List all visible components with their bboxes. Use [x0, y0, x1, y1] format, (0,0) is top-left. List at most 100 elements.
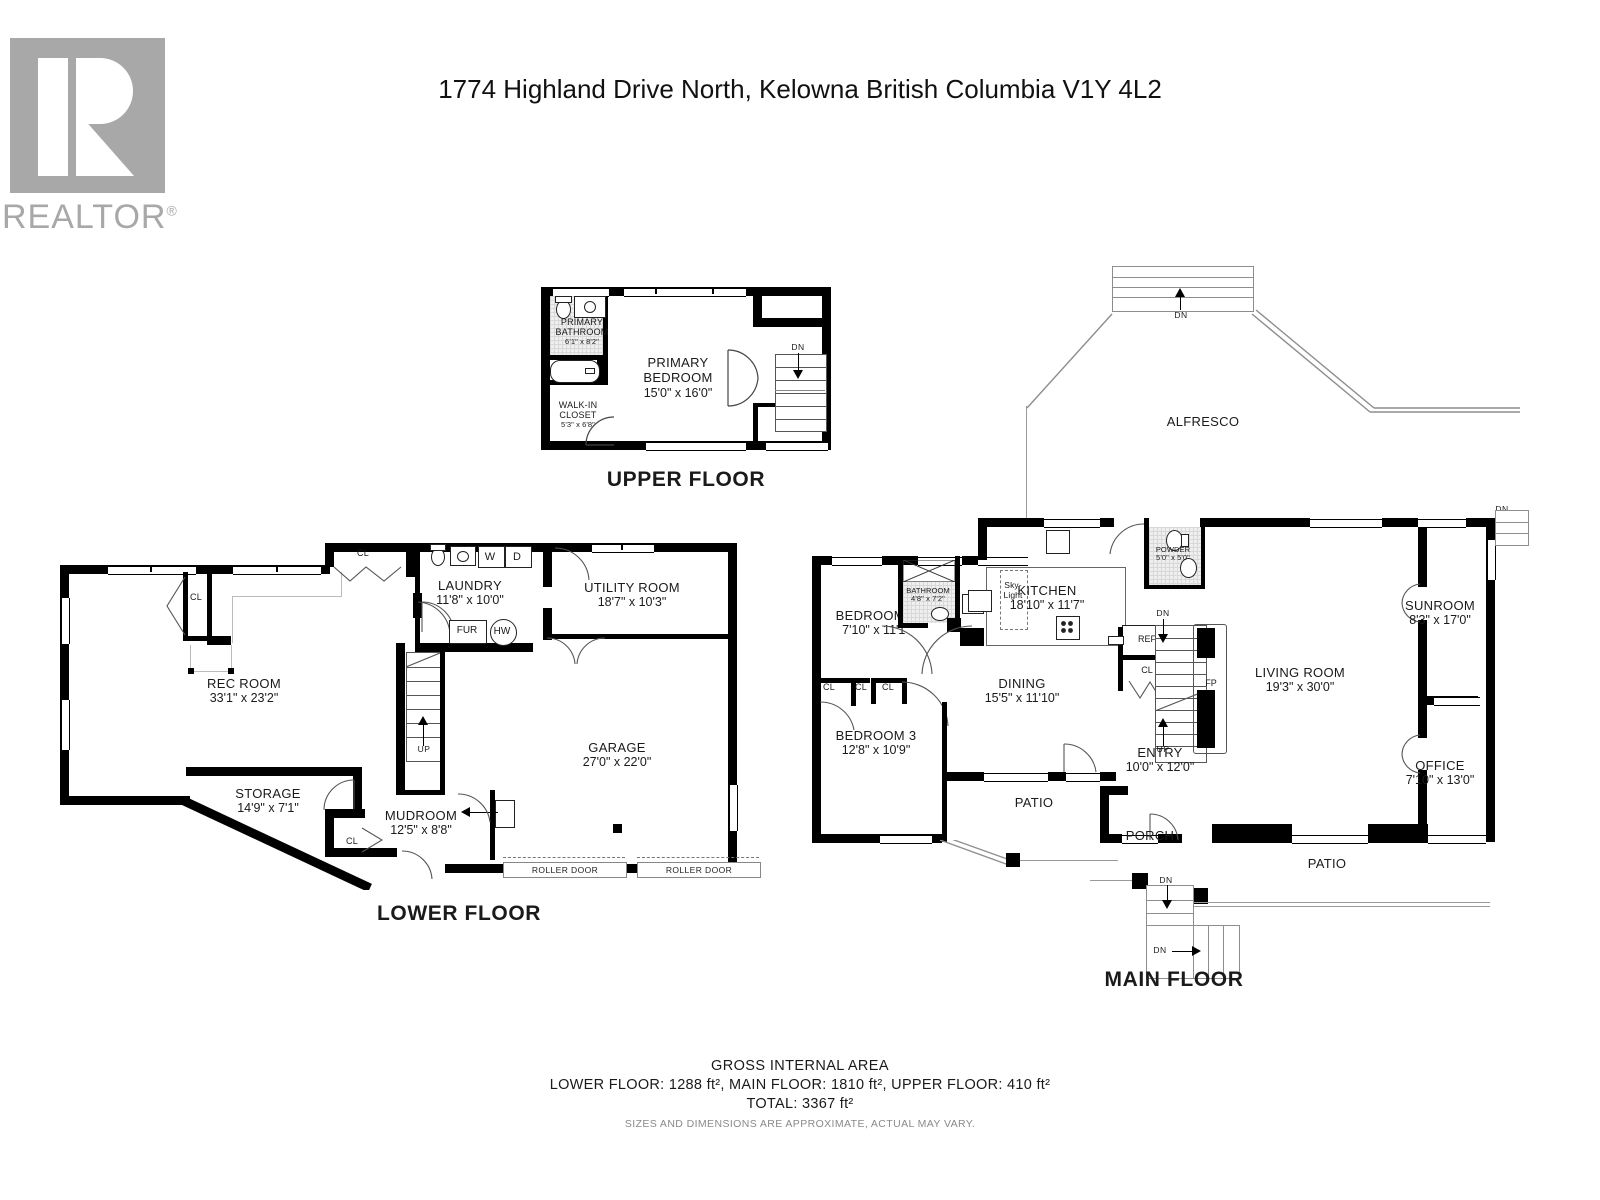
room-label-living-room: LIVING ROOM 19'3" x 30'0"	[1255, 665, 1345, 695]
room-label-porch: PORCH	[1125, 828, 1175, 843]
deck-staircase[interactable]	[1112, 266, 1254, 312]
roller-door-track	[503, 857, 625, 858]
realtor-wordmark-text: REALTOR	[2, 198, 167, 236]
wall	[413, 593, 422, 618]
door-swing	[400, 849, 436, 881]
door-swing	[584, 415, 618, 447]
wall	[603, 296, 608, 359]
room-label-bathroom: BATHROOM 4'8" x 7'2"	[906, 586, 950, 604]
furnace-label: FUR	[456, 625, 478, 636]
post	[1132, 873, 1148, 889]
wall	[753, 403, 758, 450]
window	[1292, 835, 1368, 844]
closet-label: CL	[1141, 665, 1153, 675]
wall	[1118, 685, 1123, 691]
stair-arrow-head	[418, 716, 428, 725]
room-label-garage: GARAGE 27'0" x 22'0"	[582, 740, 652, 770]
wall	[728, 543, 737, 873]
wall	[960, 628, 984, 646]
wall	[415, 618, 420, 646]
room-label-walkin-closet: WALK-IN CLOSET 5'3" x 6'8"	[558, 400, 598, 429]
counter-edge	[1125, 567, 1127, 646]
door-swing	[360, 826, 384, 854]
wall	[812, 680, 817, 702]
window	[978, 557, 1028, 566]
window-mullion	[712, 289, 714, 294]
wall	[871, 678, 876, 704]
dryer-fixture	[505, 546, 532, 568]
door-arrow-shaft	[470, 812, 498, 814]
window	[1044, 519, 1100, 528]
roller-door[interactable]: ROLLER DOOR	[637, 862, 761, 878]
door-swing	[165, 575, 187, 637]
sink-basin	[584, 301, 596, 313]
sink-basin	[457, 551, 469, 562]
appliance-fixture	[1046, 530, 1070, 554]
door-swing-double	[726, 348, 762, 408]
toilet-tank	[430, 544, 446, 551]
hot-water-label: HW	[493, 626, 511, 637]
room-label-primary-bathroom: PRIMARY BATHROOM 6'1" x 8'2"	[555, 317, 609, 346]
counter-edge	[986, 567, 1126, 569]
wall	[1418, 620, 1427, 738]
wall	[415, 643, 533, 652]
wall	[1122, 655, 1172, 660]
door-swing-double	[1400, 582, 1422, 624]
stair-arrow-head	[1192, 946, 1201, 956]
handle	[1108, 636, 1124, 645]
stair-arrow-shaft	[423, 724, 425, 746]
door-swing	[456, 792, 492, 824]
room-label-kitchen: KITCHEN 18'10" x 11'7"	[1009, 583, 1085, 613]
wall	[1158, 834, 1182, 843]
stair-winder	[1154, 690, 1206, 712]
window	[108, 566, 196, 575]
wall	[543, 543, 552, 587]
door-swing	[322, 778, 356, 812]
room-label-storage: STORAGE 14'9" x 7'1"	[235, 786, 301, 816]
wall	[851, 698, 856, 706]
counter-edge	[986, 645, 1126, 647]
stair-arrow-shaft	[1163, 726, 1165, 746]
roller-door[interactable]: ROLLER DOOR	[503, 862, 627, 878]
wall	[1022, 518, 1044, 527]
washer-label: W	[484, 551, 496, 563]
page-title: 1774 Highland Drive North, Kelowna Briti…	[438, 74, 1162, 104]
wall	[543, 630, 552, 640]
deck-outline	[1026, 406, 1028, 526]
wall	[1100, 786, 1128, 795]
floor-label-upper: UPPER FLOOR	[606, 468, 766, 491]
garage-post	[613, 824, 622, 833]
wall	[1200, 518, 1310, 527]
refrigerator-label: REF	[1138, 634, 1156, 644]
stair-direction-up: UP	[417, 744, 431, 754]
room-label-office: OFFICE 7'10" x 13'0"	[1405, 758, 1475, 788]
post	[188, 668, 194, 674]
closet-label: CL	[346, 836, 358, 846]
window	[984, 773, 1048, 782]
staircase[interactable]	[406, 652, 442, 762]
wall	[415, 543, 420, 593]
stair-arrow-shaft	[798, 353, 800, 371]
wall	[1048, 772, 1066, 781]
patio-outline	[1090, 880, 1134, 882]
window	[1418, 519, 1466, 528]
wall	[898, 556, 903, 628]
door-swing	[878, 624, 934, 676]
stair-arrow-head	[1158, 634, 1168, 643]
sink-fixture	[968, 590, 992, 612]
wall	[60, 565, 69, 805]
staircase[interactable]	[1495, 510, 1529, 546]
stair-direction-dn: DN	[791, 342, 805, 352]
wall	[543, 608, 552, 630]
room-label-entry: ENTRY 10'0" x 12'0"	[1125, 745, 1195, 775]
wall	[1118, 627, 1123, 689]
staircase[interactable]	[775, 354, 827, 432]
skylight-outline	[1000, 570, 1028, 630]
fireplace-mass	[1197, 628, 1215, 658]
window	[61, 700, 70, 750]
bathtub-fixture	[550, 360, 600, 383]
stair-direction-dn: DN	[1495, 504, 1509, 514]
wall	[60, 796, 190, 805]
wall	[902, 678, 907, 704]
window-mullion	[276, 567, 278, 572]
